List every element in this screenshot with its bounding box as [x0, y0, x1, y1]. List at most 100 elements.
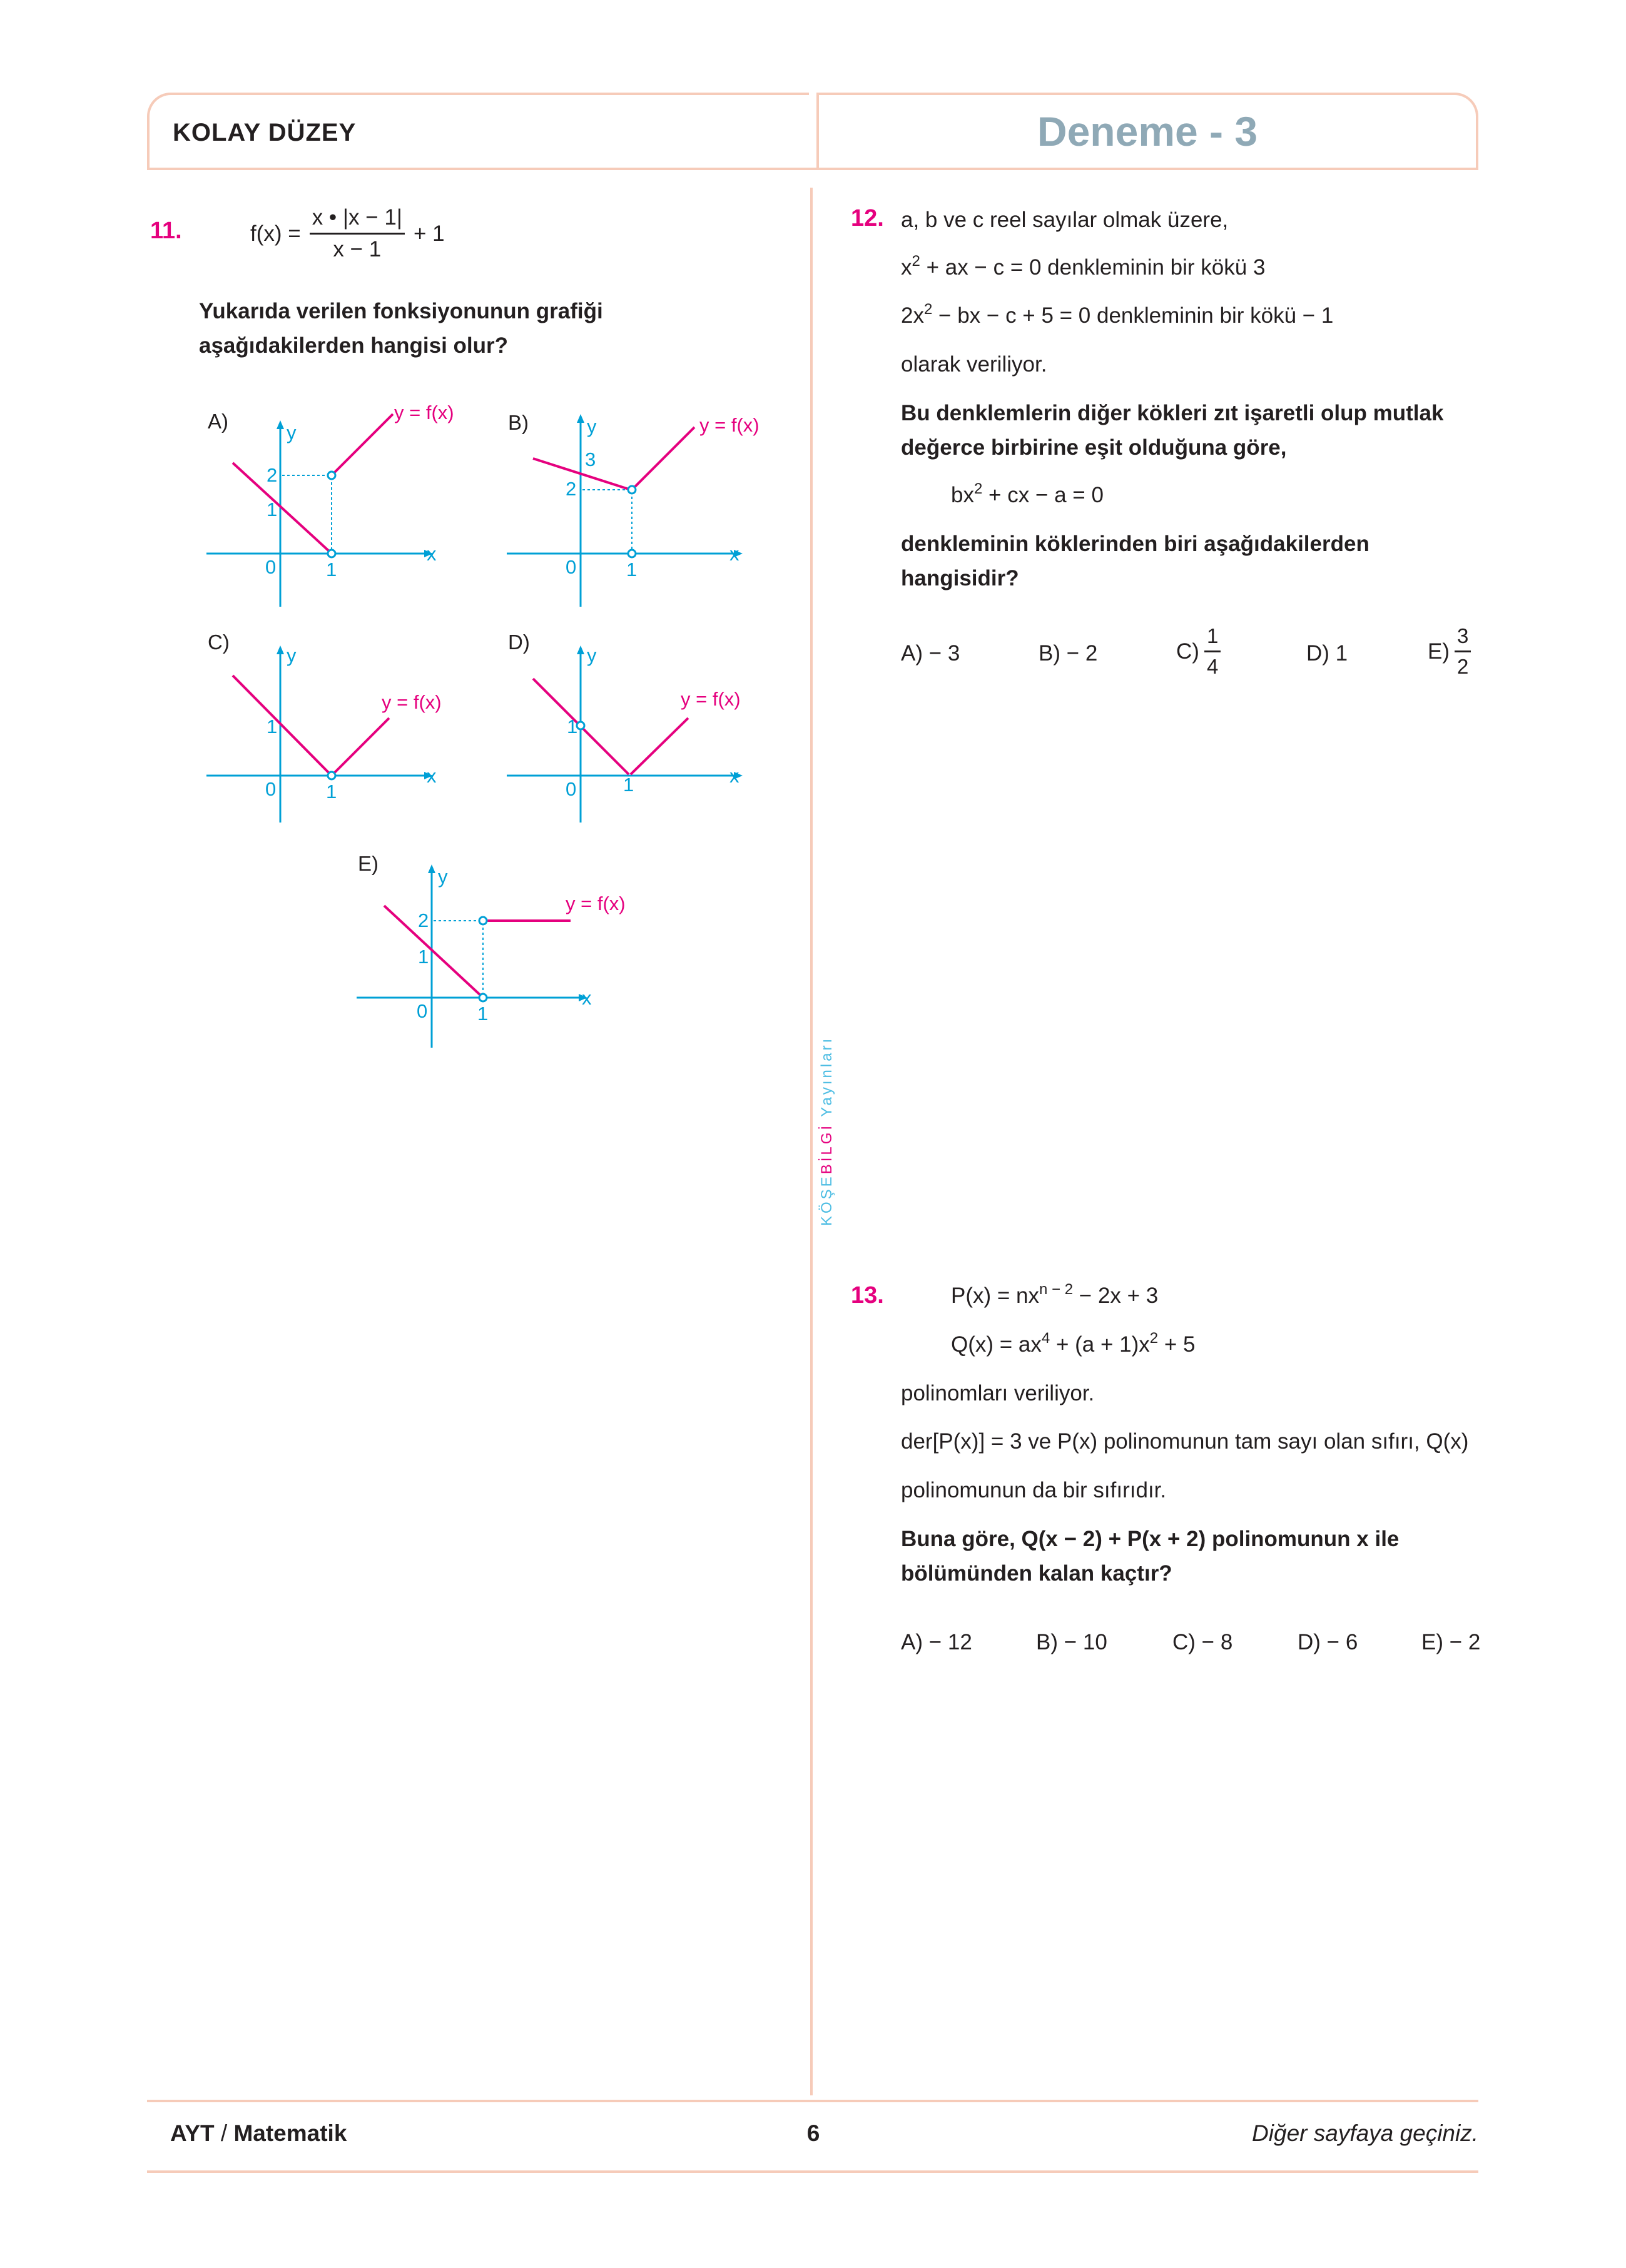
y-axis-arrow-icon [277, 420, 284, 429]
graph-option-d: y x 1 0 1 y = f(x) [507, 644, 743, 823]
q12-bold2: değerce birbirine eşit olduğuna göre, [901, 435, 1287, 460]
question-number-12: 12. [851, 205, 884, 231]
graph-option-e: y x 2 1 0 1 y = f(x) [357, 864, 626, 1048]
q11-denominator: x − 1 [333, 237, 382, 261]
option-a-label: A) [208, 410, 228, 433]
function-label: y = f(x) [699, 414, 760, 436]
y-axis-label: y [438, 866, 448, 888]
tick-label: 0 [265, 556, 276, 578]
graph-b-left-branch [532, 457, 631, 491]
x-axis-label: x [582, 987, 592, 1009]
tick-label: 1 [267, 499, 277, 520]
q13-answer-b[interactable]: B) − 10 [1036, 1630, 1107, 1654]
tick-label: 3 [585, 448, 596, 470]
page-number: 6 [806, 2120, 820, 2146]
q11-rhs: + 1 [413, 221, 445, 246]
q11-numerator: x • |x − 1| [309, 205, 405, 235]
footer-subject: AYT / Matematik [170, 2120, 347, 2146]
graph-a-left-branch [231, 462, 332, 554]
tick-label: 1 [477, 1003, 488, 1025]
graph-a-right-branch [332, 413, 394, 475]
y-axis-label: y [287, 644, 297, 666]
graph-option-b: y x 3 2 0 1 y = f(x) [507, 414, 760, 607]
q12-eq2: 2x2 − bx − c + 5 = 0 denkleminin bir kök… [901, 301, 1334, 328]
graph-b-right-branch [632, 426, 696, 490]
y-axis-arrow-icon [577, 645, 584, 654]
q13-line5: polinomunun da bir sıfırıdır. [901, 1478, 1167, 1502]
tick-label: 0 [265, 778, 276, 800]
q11-lhs: f(x) = [250, 221, 301, 246]
function-label: y = f(x) [394, 402, 454, 423]
tick-label: 0 [566, 556, 576, 578]
function-label: y = f(x) [566, 893, 626, 914]
tick-label: 1 [326, 781, 337, 802]
tick-label: 1 [326, 559, 337, 580]
graph-option-c: y x 1 0 1 y = f(x) [206, 644, 442, 823]
footer-top-rule [147, 2100, 1478, 2102]
x-axis-arrow-icon [579, 994, 587, 1001]
q11-prompt-line2: aşağıdakilerden hangisi olur? [199, 333, 509, 358]
x-axis-arrow-icon [424, 550, 433, 557]
q13-line4: der[P(x)] = 3 ve P(x) polinomunun tam sa… [901, 1429, 1469, 1454]
test-title: Deneme - 3 [1037, 108, 1258, 154]
column-divider [810, 188, 813, 2095]
q11-formula: f(x) = x • |x − 1| x − 1 + 1 [250, 205, 445, 262]
tick-label: 1 [623, 774, 634, 796]
header-right-tab [816, 93, 1478, 170]
q12-answer-b[interactable]: B) − 2 [1039, 641, 1098, 666]
question-number-11: 11. [150, 218, 182, 244]
graph-e-left-branch [383, 904, 483, 998]
x-axis-arrow-icon [424, 772, 433, 779]
q11-fraction: x • |x − 1| x − 1 [309, 205, 405, 262]
graph-c-right-branch [332, 717, 390, 776]
next-page-note: Diğer sayfaya geçiniz. [1252, 2120, 1478, 2146]
tick-label: 0 [566, 778, 576, 800]
q13-line3: polinomları veriliyor. [901, 1381, 1095, 1405]
q11-prompt-line1: Yukarıda verilen fonksiyonunun grafiği [199, 299, 603, 323]
publisher-brand: KÖŞEBİLGİ Yayınları [818, 1036, 835, 1226]
x-axis-label: x [729, 765, 739, 787]
x-axis-arrow-icon [734, 772, 743, 779]
q12-answer-a[interactable]: A) − 3 [901, 641, 960, 666]
x-axis-label: x [427, 765, 437, 787]
y-axis-label: y [587, 415, 597, 437]
header-underline [147, 168, 1478, 170]
option-d-label: D) [508, 630, 530, 654]
q12-eq3: bx2 + cx − a = 0 [951, 480, 1104, 508]
tick-label: 1 [567, 716, 577, 737]
function-label: y = f(x) [382, 691, 442, 713]
tick-label: 1 [418, 946, 429, 968]
y-axis-arrow-icon [577, 414, 584, 423]
header-left-tab [147, 93, 809, 170]
q13-answer-c[interactable]: C) − 8 [1172, 1630, 1233, 1654]
graph-d-right-branch [629, 717, 689, 776]
tick-label: 0 [417, 1000, 427, 1022]
q12-bold1: Bu denklemlerin diğer kökleri zıt işaret… [901, 401, 1444, 425]
q12-bold3: denkleminin köklerinden biri aşağıdakile… [901, 532, 1369, 556]
option-b-label: B) [508, 411, 529, 434]
q13-p: P(x) = nxn − 2 − 2x + 3 [951, 1281, 1159, 1309]
function-label: y = f(x) [681, 688, 741, 710]
y-axis-arrow-icon [428, 864, 435, 873]
x-axis-label: x [729, 543, 739, 565]
tick-label: 1 [626, 559, 637, 580]
y-axis-arrow-icon [277, 645, 284, 654]
q12-eq1: x2 + ax − c = 0 denkleminin bir kökü 3 [901, 253, 1266, 280]
q12-line4: olarak veriliyor. [901, 352, 1047, 377]
q13-answer-e[interactable]: E) − 2 [1421, 1630, 1481, 1654]
option-c-label: C) [208, 630, 230, 654]
q12-answer-d[interactable]: D) 1 [1306, 641, 1348, 666]
x-axis-arrow-icon [734, 550, 743, 557]
q13-bold1: Buna göre, Q(x − 2) + P(x + 2) polinomun… [901, 1527, 1400, 1551]
q12-line1: a, b ve c reel sayılar olmak üzere, [901, 208, 1229, 232]
y-axis-label: y [587, 644, 597, 666]
q13-answer-d[interactable]: D) − 6 [1298, 1630, 1358, 1654]
q13-answer-a[interactable]: A) − 12 [901, 1630, 972, 1654]
q13-bold2: bölümünden kalan kaçtır? [901, 1561, 1172, 1586]
y-axis-label: y [287, 422, 297, 443]
graph-c-left-branch [231, 674, 332, 776]
x-axis-label: x [427, 543, 437, 565]
option-e-label: E) [358, 852, 379, 875]
